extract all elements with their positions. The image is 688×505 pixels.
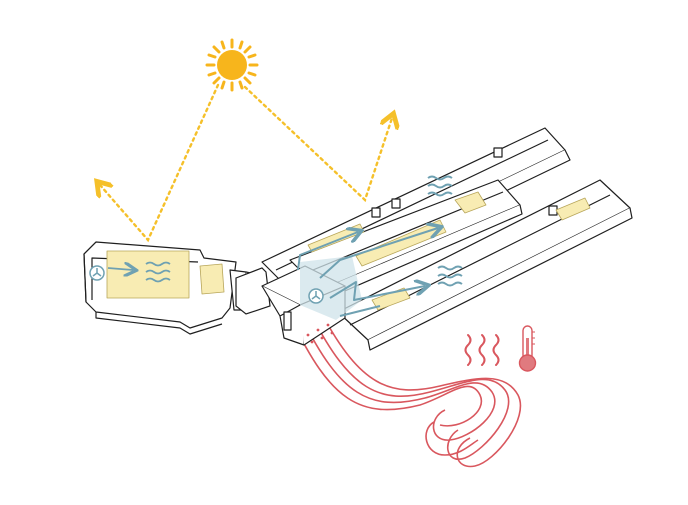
fan-icon-core — [308, 288, 324, 304]
connector-wing — [235, 267, 271, 315]
sun-ray-paths — [100, 83, 392, 243]
heat-inlet-dots — [306, 323, 334, 344]
front-wing — [337, 179, 633, 351]
ground-heat-loop — [291, 313, 522, 468]
thermometer-icon — [518, 325, 537, 372]
right-airflow — [297, 175, 463, 317]
fan-icon — [89, 265, 105, 281]
sun-icon — [205, 38, 259, 92]
cool-zone — [300, 256, 362, 320]
heat-wave-icon — [464, 334, 500, 366]
left-airflow — [107, 261, 171, 283]
